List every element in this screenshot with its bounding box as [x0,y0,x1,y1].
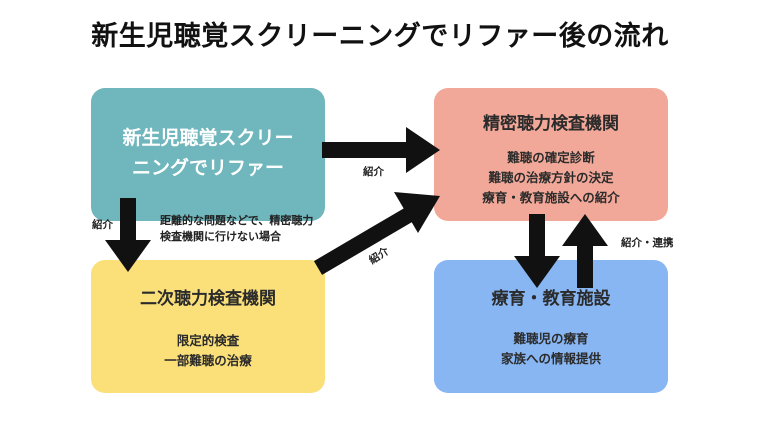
education-facility-heading: 療育・教育施設 [491,289,611,309]
page-title: 新生児聴覚スクリーニングでリファー後の流れ [91,21,669,52]
arrow-screening-to-secondary [105,198,151,272]
screening-heading-line2: ニングでリファー [131,157,284,179]
arrow-label-referral: 紹介 [92,219,113,231]
arrow-detailed-to-education [514,214,560,288]
arrow-label-referral: 紹介 [363,166,384,178]
condition-note-line: 距離的な問題などで、精密聴力 [160,214,314,227]
screening-heading: 新生児聴覚スクリー ニングでリファー [91,88,325,183]
arrow-screening-to-detailed [322,127,440,173]
condition-note: 距離的な問題などで、精密聴力 検査機関に行けない場合 [160,213,313,245]
secondary-exam-description: 限定的検査 一部難聴の治療 [91,331,325,371]
secondary-exam-line: 一部難聴の治療 [164,353,252,368]
screening-heading-line1: 新生児聴覚スクリー [122,127,294,149]
detailed-exam-line: 難聴の確定診断 [507,150,595,165]
arrow-label-referral-coordination: 紹介・連携 [621,237,674,249]
secondary-exam-heading: 二次聴力検査機関 [140,289,276,309]
detailed-exam-box: 精密聴力検査機関 難聴の確定診断 難聴の治療方針の決定 療育・教育施設への紹介 [434,88,668,221]
detailed-exam-description: 難聴の確定診断 難聴の治療方針の決定 療育・教育施設への紹介 [434,148,668,208]
secondary-exam-line: 限定的検査 [176,333,240,348]
arrow-education-to-detailed [562,214,608,288]
education-facility-line: 家族への情報提供 [500,351,601,366]
detailed-exam-line: 療育・教育施設への紹介 [482,190,620,205]
detailed-exam-line: 難聴の治療方針の決定 [488,170,614,185]
arrow-secondary-to-detailed [313,192,440,275]
detailed-exam-heading: 精密聴力検査機関 [483,114,619,134]
condition-note-line: 検査機関に行けない場合 [160,230,281,243]
education-facility-box: 療育・教育施設 難聴児の療育 家族への情報提供 [434,260,668,393]
education-facility-line: 難聴児の療育 [513,331,589,346]
education-facility-description: 難聴児の療育 家族への情報提供 [434,329,668,369]
secondary-exam-box: 二次聴力検査機関 限定的検査 一部難聴の治療 [91,260,325,393]
